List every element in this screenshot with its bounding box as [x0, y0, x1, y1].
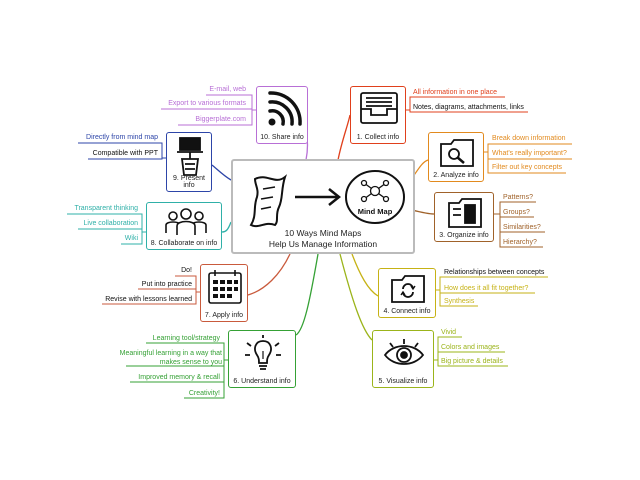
connector-apply: [247, 253, 291, 296]
arrow-right-icon: [295, 188, 342, 206]
collaborate-item-2: Live collaboration: [83, 220, 138, 227]
node-present-title: 9. Present info: [173, 175, 205, 189]
node-apply-title: 7. Apply info: [204, 312, 244, 319]
node-visualize-title: 5. Visualize info: [378, 378, 428, 385]
node-understand-title: 6. Understand info: [233, 378, 291, 385]
node-organize-title: 3. Organize info: [439, 232, 489, 239]
collaborate-item-1: Transparent thinking: [74, 205, 138, 212]
mind-map-badge-label: Mind Map: [357, 207, 393, 216]
organize-item-3: Similarities?: [503, 224, 541, 231]
node-collaborate-title: 8. Collaborate on info: [150, 240, 218, 247]
connector-organize: [411, 209, 435, 215]
visualize-item-1: Vivid: [441, 329, 457, 336]
collect-item-1: All information in one place: [413, 89, 498, 96]
apply-item-3: Revise with lessons learned: [105, 296, 192, 303]
node-apply[interactable]: 7. Apply info: [200, 264, 248, 322]
share-item-1: E-mail, web: [209, 86, 246, 93]
connect-item-1: Relationships between concepts: [444, 269, 545, 276]
node-collect[interactable]: 1. Collect info: [350, 86, 406, 144]
central-topic-title: 10 Ways Mind Maps Help Us Manage Informa…: [233, 228, 413, 250]
present-item-2: Compatible with PPT: [92, 150, 158, 157]
visualize-item-3: Big picture & details: [441, 358, 503, 365]
organize-item-4: Hierarchy?: [503, 239, 537, 246]
connector-connect: [351, 253, 379, 297]
node-connect-title: 4. Connect info: [383, 308, 431, 315]
central-topic[interactable]: Mind Map 10 Ways Mind Maps Help Us Manag…: [231, 159, 415, 254]
node-collect-title: 1. Collect info: [356, 134, 400, 141]
node-connect[interactable]: 4. Connect info: [378, 268, 436, 318]
node-share-title: 10. Share info: [260, 134, 304, 141]
connect-item-2: How does it all fit together?: [444, 285, 529, 292]
connect-item-3: Synthesis: [444, 298, 475, 305]
folder-cycle-icon: [391, 275, 425, 303]
understand-item-4: Creativity!: [188, 390, 220, 397]
understand-item-3: Improved memory & recall: [138, 374, 220, 381]
folder-magnifier-icon: [440, 139, 474, 167]
share-item-2: Export to various formats: [168, 100, 246, 107]
present-item-1: Directly from mind map: [86, 134, 158, 141]
analyze-item-3: Filter out key concepts: [492, 164, 563, 171]
connector-collaborate: [221, 221, 232, 233]
central-title-line2: Help Us Manage Information: [268, 239, 378, 249]
connector-visualize: [339, 253, 373, 341]
collaborate-item-3: Wiki: [124, 235, 138, 242]
organize-item-2: Groups?: [503, 209, 530, 216]
organize-item-1: Patterns?: [503, 194, 533, 201]
central-title-line1: 10 Ways Mind Maps: [284, 228, 362, 238]
rss-feed-icon: [268, 91, 302, 126]
central-illustration: [249, 170, 405, 228]
connector-understand: [295, 253, 319, 336]
node-collaborate[interactable]: 8. Collaborate on info: [146, 202, 222, 250]
share-item-3: Biggerplate.com: [195, 116, 246, 123]
node-analyze-title: 2. Analyze info: [433, 172, 479, 179]
analyze-item-1: Break down information: [492, 135, 566, 142]
apply-item-1: Do!: [181, 267, 192, 274]
visualize-item-2: Colors and images: [441, 344, 500, 351]
connector-collect: [337, 114, 351, 161]
calendar-icon: [208, 270, 242, 304]
scroll-icon: [249, 174, 288, 228]
people-group-icon: [165, 208, 207, 235]
node-understand[interactable]: 6. Understand info: [228, 330, 296, 388]
presentation-podium-icon: [177, 137, 203, 176]
node-share[interactable]: 10. Share info: [256, 86, 308, 144]
lightbulb-icon: [245, 335, 281, 370]
node-visualize[interactable]: 5. Visualize info: [372, 330, 434, 388]
connector-present: [211, 164, 232, 181]
collect-item-2: Notes, diagrams, attachments, links: [413, 104, 524, 111]
eye-icon: [383, 339, 425, 365]
node-organize[interactable]: 3. Organize info: [434, 192, 494, 242]
node-analyze[interactable]: 2. Analyze info: [428, 132, 484, 182]
node-present[interactable]: 9. Present info: [166, 132, 212, 192]
apply-item-2: Put into practice: [141, 281, 192, 288]
inbox-tray-icon: [360, 92, 398, 124]
folder-documents-icon: [448, 198, 482, 228]
understand-item-2: Meaningful learning in a way that makes …: [119, 350, 222, 366]
mind-map-badge-icon: [345, 170, 405, 224]
analyze-item-2: What's really important?: [492, 150, 567, 157]
understand-item-1: Learning tool/strategy: [152, 335, 220, 342]
